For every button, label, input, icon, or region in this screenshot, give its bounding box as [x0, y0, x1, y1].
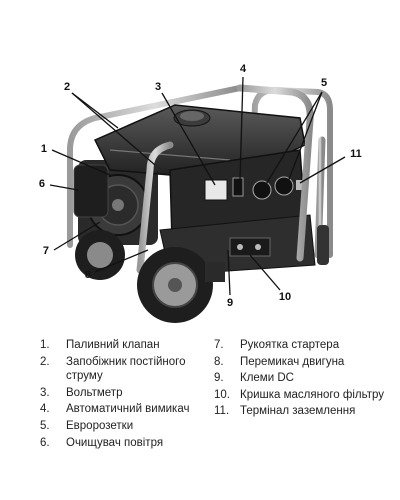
legend-label: Запобіжник постійного струму	[66, 355, 186, 383]
generator-diagram: 1 2 3 4 5 6 7 8 9 10 11	[39, 63, 362, 323]
legend-label: Вольтметр	[66, 386, 123, 399]
leader-lines	[49, 76, 346, 296]
socket-1	[252, 180, 272, 200]
air-cleaner	[73, 164, 109, 218]
frame-handle	[317, 225, 329, 265]
callout-1: 1	[41, 143, 47, 155]
legend-item: 11.Термінал заземлення	[214, 404, 394, 419]
legend-item: 3.Вольтметр	[40, 386, 200, 401]
legend-label: Паливний клапан	[66, 339, 160, 351]
socket-2	[274, 176, 294, 196]
circuit-breaker	[232, 177, 244, 197]
legend-label: Евророзетки	[66, 419, 134, 432]
legend-label: Автоматичний вимикач	[66, 403, 190, 416]
callout-7: 7	[43, 245, 49, 257]
callout-3: 3	[155, 81, 161, 93]
callout-labels: 1 2 3 4 5 6 7 8 9 10 11	[39, 63, 362, 309]
callout-8: 8	[85, 269, 91, 281]
legend-label: Термінал заземлення	[240, 405, 356, 418]
callout-9: 9	[227, 297, 233, 309]
legend-item: 5.Евророзетки	[40, 419, 200, 434]
legend-item: 4.Автоматичний вимикач	[40, 402, 200, 417]
legend-column-right: 7.Рукоятка стартера 8.Перемикач двигуна …	[214, 338, 394, 421]
legend-item: 1.Паливний клапан	[40, 338, 200, 353]
ground-terminal	[296, 180, 302, 190]
callout-4: 4	[240, 63, 247, 75]
legend-label: Очищувач повітря	[66, 436, 164, 449]
wheel-rear	[75, 230, 125, 280]
wheel-front	[137, 247, 213, 323]
callout-5: 5	[321, 77, 327, 89]
legend-label: Кришка масляного фільтру	[240, 388, 384, 401]
legend-label: Клеми DC	[240, 372, 294, 385]
legend-item: 10.Кришка масляного фільтру	[214, 388, 394, 403]
legend-item: 7.Рукоятка стартера	[214, 338, 394, 353]
dc-terminals	[229, 237, 271, 257]
legend-column-left: 1.Паливний клапан 2.Запобіжник постійног…	[40, 338, 200, 452]
legend-label: Рукоятка стартера	[240, 339, 340, 351]
callout-2: 2	[64, 81, 70, 93]
legend-item: 9.Клеми DC	[214, 371, 394, 386]
legend-item: 8.Перемикач двигуна	[214, 355, 394, 370]
callout-11: 11	[350, 148, 362, 160]
parts-legend: 1.Паливний клапан 2.Запобіжник постійног…	[0, 338, 400, 498]
legend-item: 2.Запобіжник постійного струму	[40, 355, 200, 384]
legend-label: Перемикач двигуна	[240, 355, 345, 368]
legend-item: 6.Очищувач повітря	[40, 436, 200, 451]
callout-6: 6	[39, 178, 45, 190]
callout-10: 10	[279, 291, 291, 303]
voltmeter	[204, 179, 228, 201]
